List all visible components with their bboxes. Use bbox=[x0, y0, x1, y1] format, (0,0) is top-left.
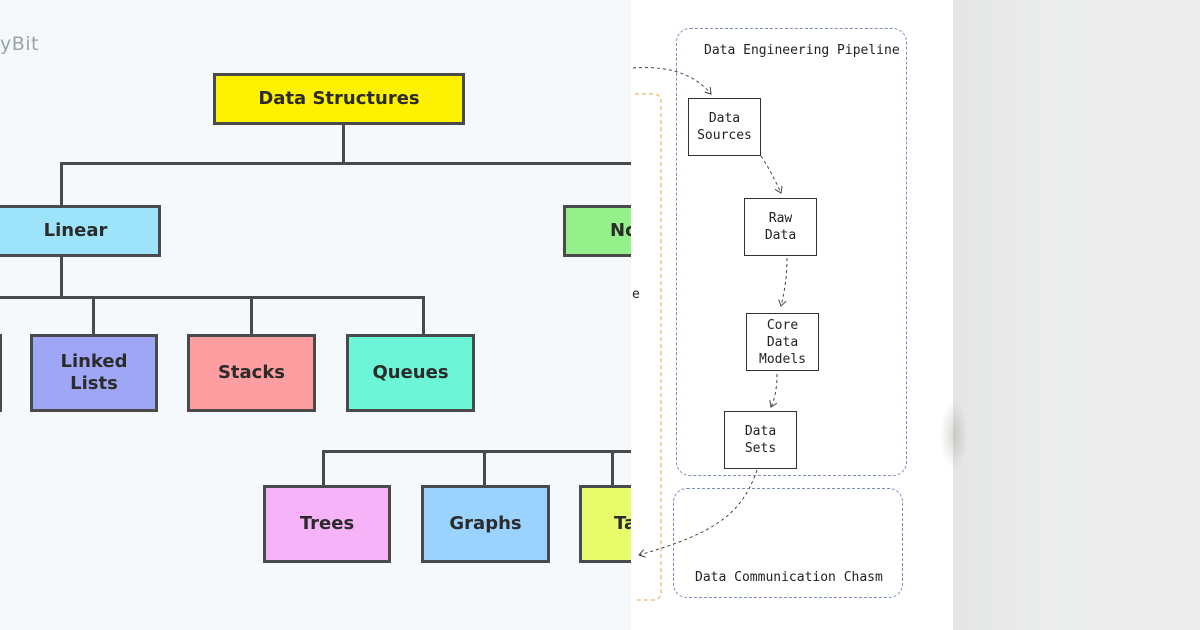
node-graphs: Graphs bbox=[421, 485, 550, 563]
node-non-linear-label: No bbox=[610, 219, 631, 241]
step-core-data-models: Core Data Models bbox=[746, 313, 819, 371]
data-structures-diagram: yBit Data Structures Linear No Linked Li… bbox=[0, 33, 631, 563]
connector-line bbox=[250, 296, 253, 336]
node-tables-label: Ta bbox=[614, 512, 631, 534]
node-stacks: Stacks bbox=[187, 334, 316, 412]
pipeline-group bbox=[676, 28, 907, 476]
chasm-group bbox=[673, 488, 903, 598]
node-partial bbox=[0, 334, 2, 412]
node-trees: Trees bbox=[263, 485, 391, 563]
data-pipeline-diagram: Data Engineering Pipeline Data Sources R… bbox=[631, 0, 953, 630]
step-data-sources: Data Sources bbox=[688, 98, 761, 156]
connector-line bbox=[0, 296, 425, 299]
side-text-fragment: e bbox=[632, 287, 640, 302]
arrow-sources-to-raw bbox=[760, 155, 781, 193]
orange-dashed-border bbox=[635, 93, 662, 601]
connector-line bbox=[611, 450, 614, 487]
connector-line bbox=[60, 162, 631, 165]
node-non-linear: No bbox=[563, 205, 631, 257]
brand-logo: yBit bbox=[0, 33, 40, 55]
connector-line bbox=[342, 124, 345, 165]
photo-background bbox=[953, 0, 1200, 630]
pipeline-connectors bbox=[632, 67, 788, 601]
node-data-structures: Data Structures bbox=[213, 73, 465, 125]
incoming-arrow bbox=[632, 67, 711, 94]
arrow-raw-to-core bbox=[781, 257, 788, 306]
connector-line bbox=[322, 450, 325, 487]
step-data-sets: Data Sets bbox=[724, 411, 797, 469]
connector-line bbox=[60, 255, 63, 297]
photo-shadow bbox=[940, 400, 968, 470]
chasm-title: Data Communication Chasm bbox=[695, 570, 883, 585]
step-raw-data: Raw Data bbox=[744, 198, 817, 256]
connector-line bbox=[322, 450, 631, 453]
connector-line bbox=[422, 296, 425, 336]
node-linear: Linear bbox=[0, 205, 161, 257]
arrow-core-to-sets bbox=[771, 373, 778, 407]
connector-line bbox=[92, 296, 95, 336]
node-tables: Ta bbox=[579, 485, 631, 563]
node-linked-lists: Linked Lists bbox=[30, 334, 158, 412]
node-queues: Queues bbox=[346, 334, 475, 412]
outgoing-arrow bbox=[639, 469, 758, 555]
pipeline-title: Data Engineering Pipeline bbox=[704, 43, 900, 58]
connector-line bbox=[483, 450, 486, 487]
connector-line bbox=[60, 162, 63, 207]
